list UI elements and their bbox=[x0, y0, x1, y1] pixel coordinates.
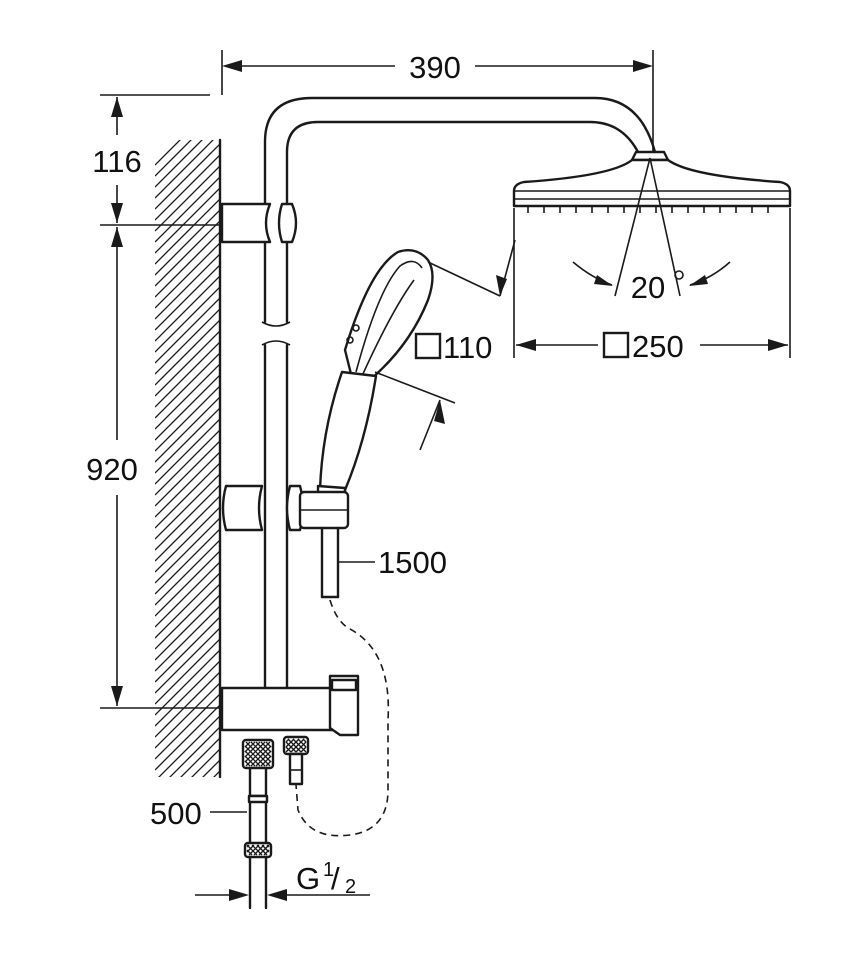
dimension-thread: G 1 / 2 bbox=[195, 859, 370, 901]
head-shower-size-label: 250 bbox=[632, 329, 684, 364]
connectors bbox=[241, 735, 310, 910]
rail-height-label: 920 bbox=[86, 452, 138, 487]
top-wall-bracket bbox=[220, 202, 298, 244]
hand-shower-size-label: 110 bbox=[443, 330, 492, 365]
sliding-holder bbox=[221, 484, 350, 532]
arm-reach-label: 390 bbox=[409, 50, 461, 85]
dimension-vertical: 116 920 bbox=[86, 94, 235, 709]
thread-main-label: G bbox=[296, 861, 320, 896]
thread-slash: / bbox=[331, 861, 340, 896]
supply-pipe-label: 500 bbox=[150, 796, 202, 831]
thread-denominator: 2 bbox=[345, 876, 356, 898]
bottom-bracket bbox=[220, 674, 360, 737]
dimension-head-shower-size: 250 bbox=[513, 208, 791, 364]
dimension-arm-reach: 390 bbox=[221, 50, 654, 158]
head-shower: 20 bbox=[512, 150, 792, 305]
square-outline-icon bbox=[414, 332, 442, 360]
degree-circle-icon bbox=[674, 270, 684, 280]
wall-hatching bbox=[155, 138, 222, 779]
head-shower-nozzles bbox=[527, 206, 769, 213]
square-outline-icon bbox=[602, 331, 630, 359]
top-height-label: 116 bbox=[92, 144, 141, 179]
hand-shower: 110 bbox=[316, 239, 516, 500]
hose-length-label: 1500 bbox=[378, 545, 447, 580]
tilt-angle-label: 20 bbox=[631, 270, 665, 305]
shower-hose: 1500 bbox=[295, 526, 447, 837]
dimension-supply-pipe: 500 bbox=[150, 796, 247, 831]
thread-numerator: 1 bbox=[323, 859, 334, 881]
